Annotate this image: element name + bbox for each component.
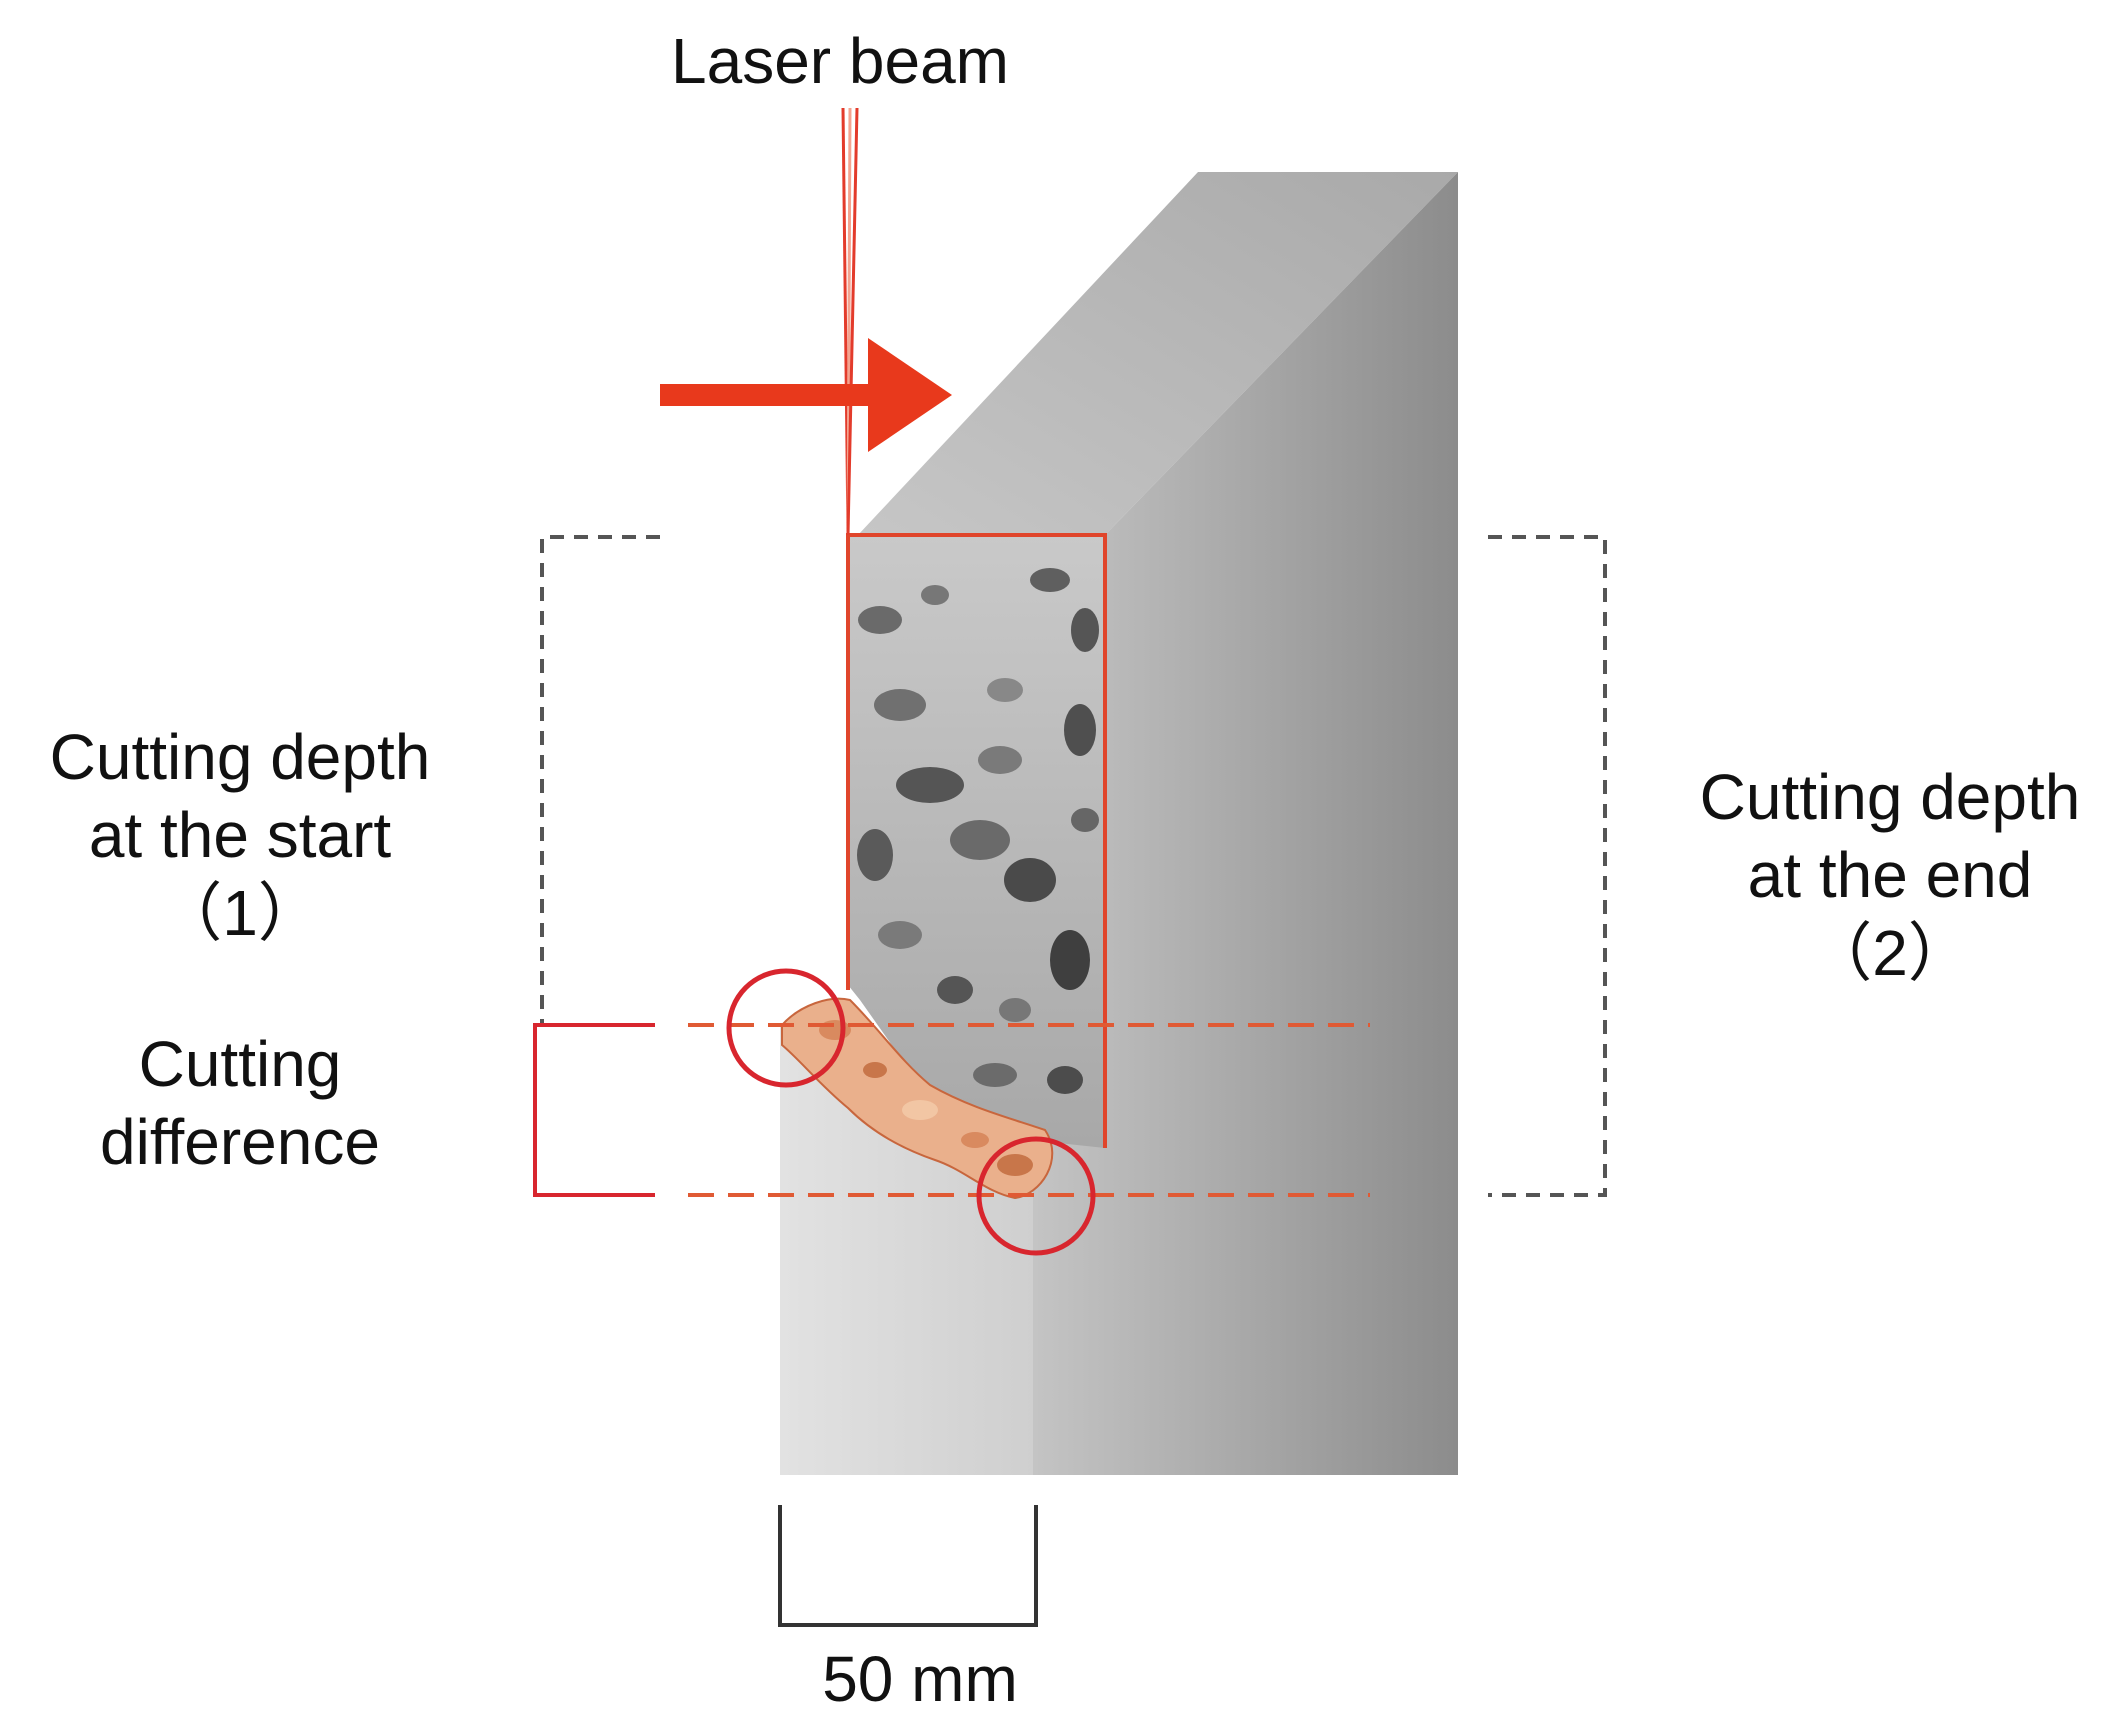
start-depth-label: Cutting depth at the start （1） xyxy=(0,718,480,952)
cut-face xyxy=(846,533,1107,1148)
end-depth-line2: at the end xyxy=(1747,839,2033,911)
difference-guide-lines xyxy=(688,1023,1370,1197)
difference-line1: Cutting xyxy=(138,1028,342,1100)
aggregate-stones xyxy=(857,568,1099,1094)
start-marker-circle xyxy=(726,968,846,1088)
end-depth-bracket xyxy=(1488,535,1607,1197)
start-depth-line1: Cutting depth xyxy=(49,721,431,793)
start-depth-line2: at the start xyxy=(88,799,392,871)
laser-beam-label: Laser beam xyxy=(671,25,1009,97)
block-side-face xyxy=(1033,172,1458,1475)
cut-outline xyxy=(846,533,1107,1148)
start-depth-line3: （1） xyxy=(158,877,322,949)
end-depth-line1: Cutting depth xyxy=(1699,761,2081,833)
difference-label: Cutting difference xyxy=(0,1025,480,1181)
difference-line2: difference xyxy=(100,1106,380,1178)
end-depth-line3: （2） xyxy=(1808,917,1972,989)
marker-circles xyxy=(726,968,1096,1256)
end-depth-label: Cutting depth at the end （2） xyxy=(1655,758,2124,992)
width-bracket xyxy=(778,1505,1038,1627)
end-marker-circle xyxy=(976,1136,1096,1256)
block-top-face xyxy=(858,172,1458,535)
start-depth-bracket xyxy=(540,535,660,1025)
difference-bracket xyxy=(533,1023,655,1197)
laser-beam xyxy=(841,107,859,536)
direction-arrow xyxy=(660,338,952,452)
width-label: 50 mm xyxy=(822,1643,1018,1715)
